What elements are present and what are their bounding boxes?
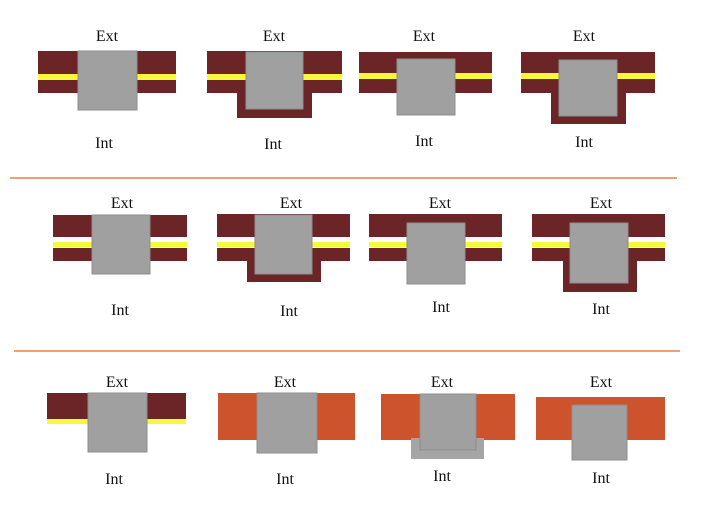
ext-label: Ext (573, 28, 596, 45)
window-frame (254, 214, 313, 275)
ext-label: Ext (590, 374, 613, 391)
panel-3-4: Ext Int (536, 374, 665, 487)
int-label: Int (415, 133, 433, 150)
int-label: Int (111, 302, 129, 319)
ext-label: Ext (263, 28, 286, 45)
window-frame (569, 222, 629, 284)
panel-2-4: Ext Int (532, 195, 665, 318)
row-2: Ext Int Ext Int Ext Int Ext (53, 195, 665, 320)
window-frame (87, 392, 148, 453)
ext-label: Ext (429, 195, 452, 212)
window-frame (406, 222, 466, 285)
panel-1-1: Ext Int (38, 28, 176, 152)
window-frame (91, 214, 151, 275)
int-label: Int (592, 301, 610, 318)
panel-3-3: Ext Int (381, 374, 515, 485)
row-3: Ext Int Ext Int Ext Int Ext Int (47, 374, 665, 488)
ext-label: Ext (431, 374, 454, 391)
ext-label: Ext (111, 195, 134, 212)
ext-label: Ext (106, 374, 129, 391)
panel-1-2: Ext Int (207, 28, 342, 153)
panel-2-1: Ext Int (53, 195, 187, 319)
panel-3-2: Ext Int (218, 374, 355, 488)
int-label: Int (276, 471, 294, 488)
panel-3-1: Ext Int (47, 374, 186, 488)
ext-label: Ext (96, 28, 119, 45)
panel-2-2: Ext Int (217, 195, 350, 320)
window-frame (256, 392, 318, 454)
window-frame (77, 50, 138, 111)
int-label: Int (95, 135, 113, 152)
window-frame (571, 404, 628, 461)
window-frame (245, 51, 304, 110)
window-frame (419, 393, 477, 451)
int-label: Int (433, 468, 451, 485)
panel-1-4: Ext Int (521, 28, 655, 151)
int-label: Int (575, 134, 593, 151)
row-1: Ext Int Ext Int Ext Int Ext In (38, 28, 655, 153)
ext-label: Ext (590, 195, 613, 212)
panel-2-3: Ext Int (369, 195, 502, 316)
ext-label: Ext (280, 195, 303, 212)
int-label: Int (105, 471, 123, 488)
window-frame (396, 58, 456, 116)
window-frame (558, 59, 618, 117)
int-label: Int (592, 470, 610, 487)
ext-label: Ext (413, 28, 436, 45)
int-label: Int (264, 136, 282, 153)
int-label: Int (280, 303, 298, 320)
int-label: Int (432, 299, 450, 316)
panel-1-3: Ext Int (359, 28, 492, 150)
ext-label: Ext (274, 374, 297, 391)
